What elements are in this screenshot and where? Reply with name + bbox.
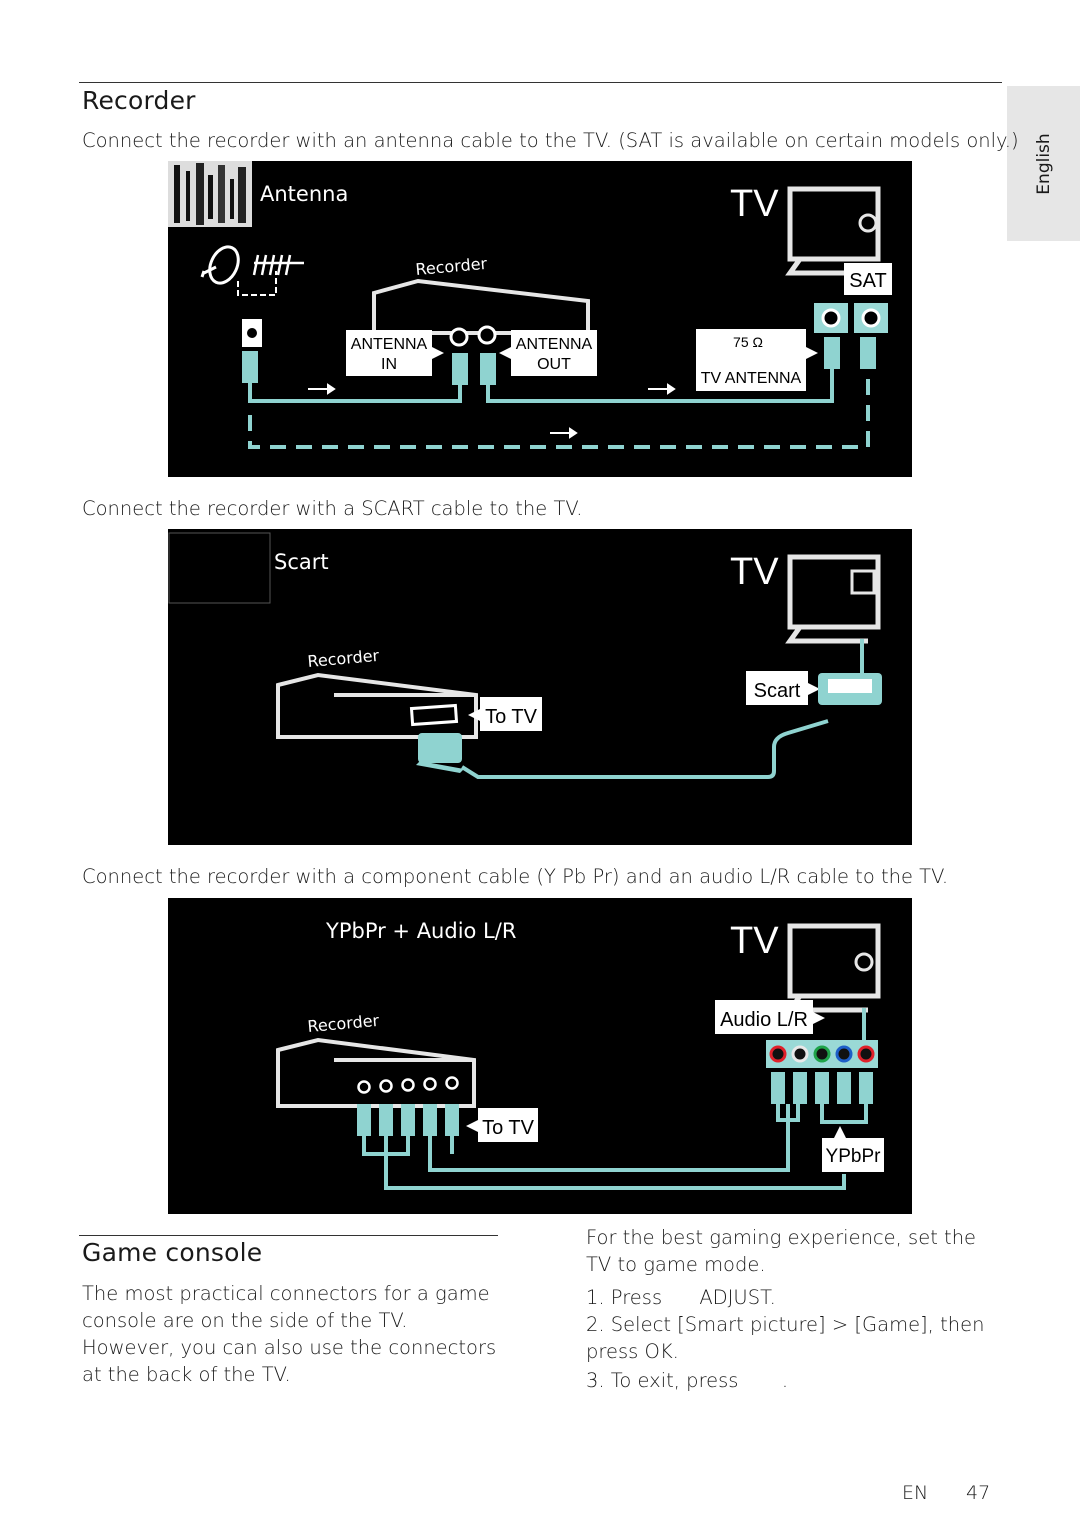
tv-sat-port: [861, 308, 881, 328]
game-mode-step-1: 1. Press ADJUST.: [586, 1286, 776, 1309]
tv-rca-jack: [857, 1045, 875, 1063]
tv-antenna-label-line2: TV ANTENNA: [701, 370, 802, 387]
tv-rca-plug: [793, 1072, 807, 1104]
tv-rca-jacks: [769, 1045, 875, 1063]
tv-rca-plug: [837, 1072, 851, 1104]
scart-diagram: Scart TV Recorder To TV Scart: [168, 529, 912, 845]
tv-rca-plug: [859, 1072, 873, 1104]
section-divider: [79, 82, 1002, 83]
recorder-rca-plug: [423, 1104, 437, 1136]
tv-label: TV: [730, 183, 779, 225]
tv-icon: [785, 186, 881, 276]
antenna-diagram: Antenna TV Recorder: [168, 161, 912, 477]
antenna-in-label-line2: IN: [381, 356, 397, 373]
recorder-rca-plug: [445, 1104, 459, 1136]
footer-language: EN: [902, 1482, 929, 1504]
satellite-dish-icon: [200, 245, 240, 285]
section-divider: [79, 1235, 498, 1236]
recorder-icon: [372, 278, 590, 335]
antenna-out-label-line1: ANTENNA: [516, 336, 593, 353]
recorder-label: Recorder: [415, 254, 489, 279]
tv-label: TV: [730, 920, 779, 962]
language-tab: English: [1007, 86, 1080, 241]
recorder-rca-plug: [401, 1104, 415, 1136]
tv-rca-plug: [771, 1072, 785, 1104]
game-console-body: The most practical connectors for a game…: [82, 1282, 497, 1386]
antenna-out-label-line2: OUT: [537, 356, 571, 373]
tv-antenna-label-line1: 75 Ω: [733, 334, 763, 350]
signal-flow-arrows: [308, 383, 676, 439]
section-title-recorder: Recorder: [82, 86, 196, 115]
component-caption: Connect the recorder with a component ca…: [82, 865, 949, 888]
scart-caption: Connect the recorder with a SCART cable …: [82, 497, 583, 520]
sat-label: SAT: [849, 270, 886, 292]
game-mode-step-2: 2. Select [Smart picture] > [Game], then…: [586, 1313, 985, 1363]
ypbpr-label: YPbPr: [826, 1146, 882, 1167]
game-console-tip: For the best gaming experience, set the …: [586, 1226, 977, 1276]
to-tv-label: To TV: [485, 706, 538, 728]
tv-icon: [785, 554, 881, 644]
antenna-out-port: [477, 325, 497, 345]
tv-rca-jack: [835, 1045, 853, 1063]
recorder-rca-plug: [357, 1104, 371, 1136]
recorder-rca-jacks: [357, 1076, 459, 1094]
tv-rca-plugs: [771, 1072, 873, 1104]
antenna-cable-plugs: [242, 337, 876, 385]
antenna-in-port: [449, 327, 469, 347]
recorder-rca-plug: [379, 1104, 393, 1136]
tv-rca-jack: [791, 1045, 809, 1063]
tv-back-outlet-icon: [858, 213, 878, 233]
antenna-in-label-line1: ANTENNA: [351, 336, 428, 353]
tv-back-outlet-icon: [850, 569, 876, 595]
page-number: 47: [966, 1482, 991, 1504]
recorder-rca-plugs: [357, 1104, 459, 1136]
tv-rca-jack: [769, 1045, 787, 1063]
recorder-label: Recorder: [307, 1011, 381, 1036]
tv-rca-jack: [813, 1045, 831, 1063]
scart-heading: Scart: [274, 550, 329, 574]
recorder-scart-port: [409, 703, 459, 727]
antenna-heading: Antenna: [260, 182, 348, 206]
component-heading: YPbPr + Audio L/R: [325, 919, 516, 943]
to-tv-label: To TV: [482, 1117, 535, 1139]
tv-rca-plug: [815, 1072, 829, 1104]
antenna-cables: [248, 369, 870, 449]
antenna-heading-graphic: [168, 161, 252, 227]
scart-port-label: Scart: [754, 680, 801, 702]
wall-socket-icon: [242, 319, 262, 347]
component-cables: [362, 1008, 868, 1190]
aerial-icon: [252, 254, 304, 276]
section-title-game-console: Game console: [82, 1238, 263, 1267]
tv-antenna-port: [821, 308, 841, 328]
tv-label: TV: [730, 551, 779, 593]
recorder-label: Recorder: [307, 646, 381, 671]
game-mode-step-3: 3. To exit, press .: [586, 1369, 789, 1392]
recorder-icon: [276, 1037, 476, 1108]
component-diagram: YPbPr + Audio L/R TV Recorder To TV Audi…: [168, 898, 912, 1214]
scart-plugs: [416, 673, 882, 773]
language-tab-label: English: [1033, 132, 1054, 195]
audio-lr-label: Audio L/R: [720, 1009, 808, 1031]
recorder-intro: Connect the recorder with an antenna cab…: [82, 129, 1019, 152]
scart-cable: [460, 639, 864, 779]
tv-back-outlet-icon: [854, 952, 874, 972]
